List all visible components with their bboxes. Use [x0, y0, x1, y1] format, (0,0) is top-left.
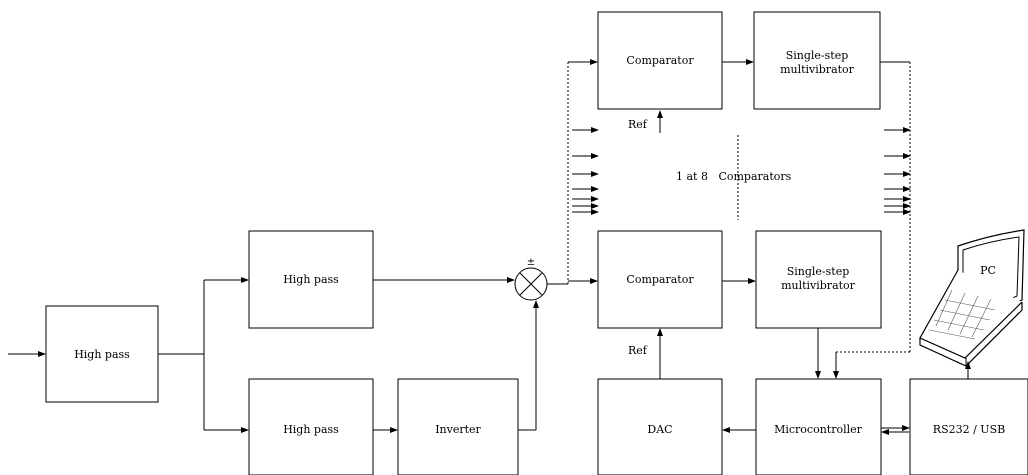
summing-junction [515, 268, 547, 300]
sum-sign-label: ± [527, 257, 535, 268]
comparator-top-label: Comparator [626, 54, 694, 67]
rs232-usb-label: RS232 / USB [933, 423, 1005, 436]
comparators-count-label: 1 at 8 Comparators [676, 170, 792, 183]
highpass-bottom-label: High pass [283, 423, 339, 436]
ref-bottom-label: Ref [628, 344, 648, 357]
inverter-label: Inverter [435, 423, 481, 436]
multivibrator-bottom-label-line1: Single-step [787, 265, 850, 278]
multivibrator-bottom-label-line2: multivibrator [781, 279, 856, 292]
dac-label: DAC [647, 423, 672, 436]
comparator-bottom-label: Comparator [626, 273, 694, 286]
microcontroller-label: Microcontroller [774, 423, 863, 436]
highpass-top-label: High pass [283, 273, 339, 286]
multivibrator-top-label-line1: Single-step [786, 49, 849, 62]
multivibrator-top-label-line2: multivibrator [780, 63, 855, 76]
pc-laptop-icon [920, 230, 1024, 366]
highpass-input-label: High pass [74, 348, 130, 361]
pc-label: PC [980, 264, 996, 277]
ref-top-label: Ref [628, 118, 648, 131]
